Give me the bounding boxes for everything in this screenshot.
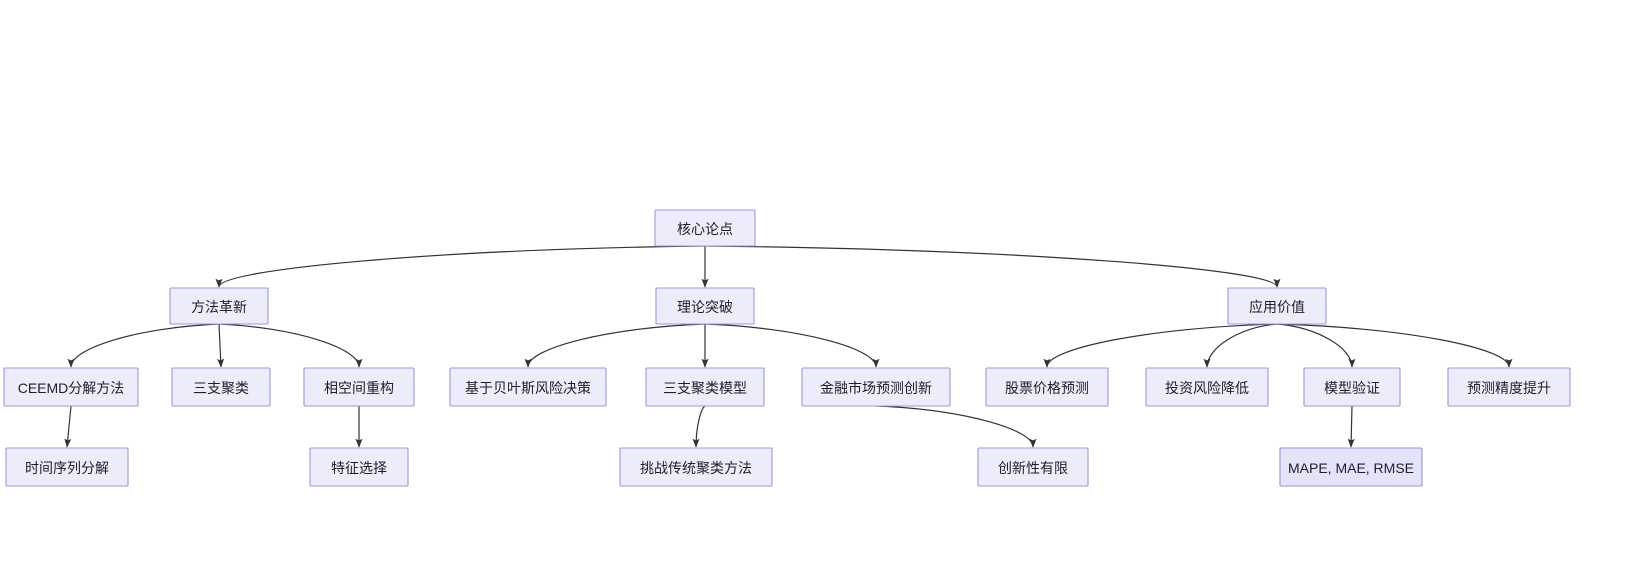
node-box[interactable] [1279, 447, 1423, 487]
node-d1[interactable]: 时间序列分解 [5, 447, 129, 487]
node-root[interactable]: 核心论点 [654, 209, 756, 247]
node-d3[interactable]: 挑战传统聚类方法 [619, 447, 773, 487]
node-box[interactable] [1145, 367, 1269, 407]
node-label: 三支聚类 [193, 380, 249, 396]
node-label: 三支聚类模型 [663, 380, 747, 396]
node-label: CEEMD分解方法 [18, 380, 125, 396]
node-label: 理论突破 [677, 299, 733, 315]
node-label: 特征选择 [331, 460, 387, 476]
node-box[interactable] [654, 209, 756, 247]
node-c10[interactable]: 预测精度提升 [1447, 367, 1571, 407]
node-box[interactable] [171, 367, 271, 407]
node-box[interactable] [977, 447, 1089, 487]
node-label: 核心论点 [677, 221, 733, 237]
node-box[interactable] [619, 447, 773, 487]
node-d4[interactable]: 创新性有限 [977, 447, 1089, 487]
edge-c1-to-d1 [64, 405, 72, 448]
edge-b1-to-c3 [218, 323, 363, 368]
edge-c5-to-d3 [692, 405, 706, 448]
node-c1[interactable]: CEEMD分解方法 [3, 367, 139, 407]
edge-b2-to-c4 [524, 323, 706, 368]
node-c3[interactable]: 相空间重构 [303, 367, 415, 407]
node-box[interactable] [985, 367, 1109, 407]
edge-c6-to-d4 [875, 405, 1037, 448]
edge-b1-to-c2 [217, 323, 225, 368]
node-c7[interactable]: 股票价格预测 [985, 367, 1109, 407]
node-d5[interactable]: MAPE, MAE, RMSE [1279, 447, 1423, 487]
node-c2[interactable]: 三支聚类 [171, 367, 271, 407]
node-box[interactable] [5, 447, 129, 487]
node-label: 投资风险降低 [1165, 380, 1249, 396]
node-d2[interactable]: 特征选择 [309, 447, 409, 487]
node-label: 预测精度提升 [1467, 380, 1551, 396]
node-label: 基于贝叶斯风险决策 [465, 380, 591, 396]
node-label: 时间序列分解 [25, 460, 109, 476]
node-box[interactable] [169, 287, 269, 325]
node-box[interactable] [1303, 367, 1401, 407]
node-c6[interactable]: 金融市场预测创新 [801, 367, 951, 407]
node-b3[interactable]: 应用价值 [1227, 287, 1327, 325]
node-label: 挑战传统聚类方法 [640, 460, 752, 476]
node-label: 创新性有限 [998, 460, 1068, 476]
node-box[interactable] [309, 447, 409, 487]
node-label: 相空间重构 [324, 380, 394, 396]
edge-c9-to-d5 [1347, 405, 1355, 448]
edge-b2-to-c6 [704, 323, 880, 368]
node-c8[interactable]: 投资风险降低 [1145, 367, 1269, 407]
node-label: 股票价格预测 [1005, 380, 1089, 396]
edge-b3-to-c9 [1276, 323, 1356, 368]
node-box[interactable] [645, 367, 765, 407]
node-label: 应用价值 [1249, 299, 1305, 315]
edge-b3-to-c10 [1276, 323, 1513, 368]
edge-root-to-b1 [215, 245, 706, 288]
node-label: 金融市场预测创新 [820, 380, 932, 396]
edge-b3-to-c8 [1203, 323, 1278, 368]
node-b1[interactable]: 方法革新 [169, 287, 269, 325]
edge-b1-to-c1 [67, 323, 220, 368]
edges-layer [64, 245, 1513, 448]
node-label: 方法革新 [191, 299, 247, 315]
edge-root-to-b3 [704, 245, 1281, 288]
node-box[interactable] [1447, 367, 1571, 407]
node-b2[interactable]: 理论突破 [655, 287, 755, 325]
node-box[interactable] [3, 367, 139, 407]
node-c9[interactable]: 模型验证 [1303, 367, 1401, 407]
node-label: 模型验证 [1324, 380, 1380, 396]
node-box[interactable] [655, 287, 755, 325]
edge-b3-to-c7 [1043, 323, 1278, 368]
node-c4[interactable]: 基于贝叶斯风险决策 [449, 367, 607, 407]
node-box[interactable] [1227, 287, 1327, 325]
node-box[interactable] [801, 367, 951, 407]
node-label: MAPE, MAE, RMSE [1288, 460, 1414, 476]
node-box[interactable] [449, 367, 607, 407]
node-box[interactable] [303, 367, 415, 407]
node-c5[interactable]: 三支聚类模型 [645, 367, 765, 407]
